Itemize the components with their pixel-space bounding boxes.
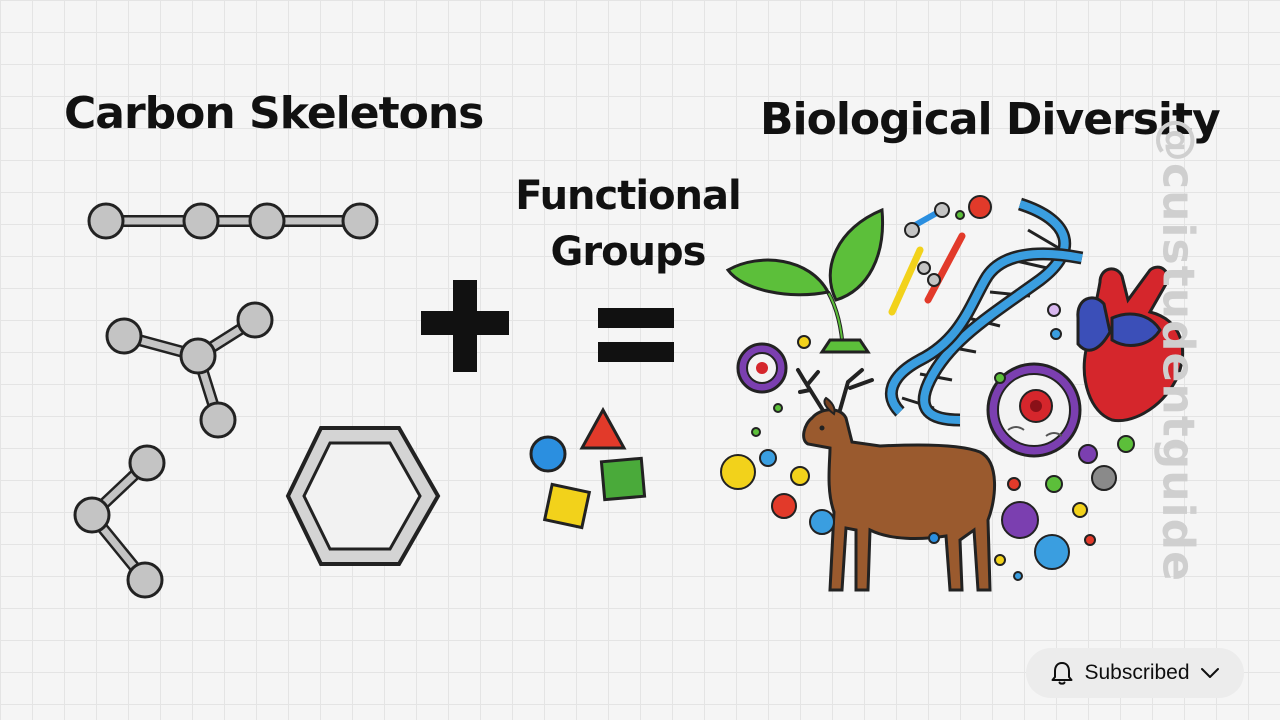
benzene-ring xyxy=(285,426,441,566)
scattered-dots xyxy=(720,195,1135,581)
plant-seedling-icon xyxy=(725,207,885,354)
plus-sign xyxy=(421,280,509,372)
yellow-square-shape xyxy=(542,482,592,530)
equals-sign xyxy=(598,308,674,362)
functional-groups-heading: Functional Groups xyxy=(500,168,756,280)
branched-carbon-skeleton xyxy=(105,301,274,439)
molecule-sticks-icon xyxy=(888,202,966,316)
bent-carbon-chain xyxy=(73,444,166,599)
biological-diversity-heading: Biological Diversity xyxy=(760,94,1221,145)
deer-icon xyxy=(796,368,996,592)
chevron-down-icon xyxy=(1200,666,1220,680)
channel-watermark: @cuistudentguide xyxy=(1152,118,1204,582)
target-circle-icon xyxy=(736,342,788,394)
red-triangle-shape xyxy=(579,406,627,450)
functional-groups-line2: Groups xyxy=(550,229,707,275)
biodiversity-collage xyxy=(720,195,1185,592)
blue-circle-shape xyxy=(529,435,567,473)
cell-icon xyxy=(986,362,1082,458)
functional-group-shapes xyxy=(529,406,647,530)
subscribed-label: Subscribed xyxy=(1084,661,1190,684)
green-square-shape xyxy=(599,456,647,502)
heart-icon xyxy=(1076,265,1185,423)
linear-carbon-chain xyxy=(87,202,379,240)
dna-helix-icon xyxy=(884,197,1084,427)
functional-groups-line1: Functional xyxy=(515,173,742,219)
carbon-skeletons-heading: Carbon Skeletons xyxy=(64,88,484,139)
bell-icon xyxy=(1050,660,1074,686)
subscribed-button[interactable]: Subscribed xyxy=(1026,648,1244,698)
